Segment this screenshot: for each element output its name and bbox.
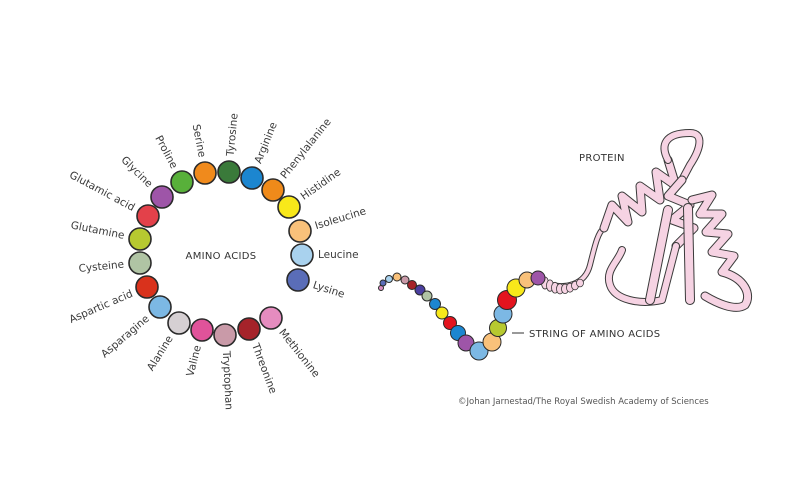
string-amino-acid-ball <box>392 272 402 282</box>
amino-acid-ball <box>170 170 194 194</box>
amino-acid-label: Glutamic acid <box>67 169 136 214</box>
string-amino-acid-ball <box>421 290 433 302</box>
amino-acid-ball <box>128 227 152 251</box>
amino-acid-ball <box>167 311 191 335</box>
string-of-amino-acids-label: STRING OF AMINO ACIDS <box>529 329 660 340</box>
string-amino-acid-ball <box>414 284 426 296</box>
amino-acid-label: Cysteine <box>78 259 125 275</box>
amino-acid-cysteine: Cysteine <box>78 251 152 275</box>
amino-acid-ball <box>150 185 174 209</box>
amino-acid-ball <box>148 295 172 319</box>
string-amino-acid-ball <box>469 341 489 361</box>
amino-acid-ball <box>237 317 261 341</box>
amino-acid-string <box>378 270 584 361</box>
string-amino-acid-ball <box>530 270 546 286</box>
amino-acid-ball <box>290 243 314 267</box>
string-amino-acid-ball <box>429 298 441 310</box>
string-amino-acid-ball <box>400 275 410 285</box>
string-amino-acid-ball <box>443 316 457 330</box>
string-amino-acid-ball <box>385 275 393 283</box>
amino-acid-ball <box>217 160 241 184</box>
amino-acids-label: AMINO ACIDS <box>186 251 257 262</box>
amino-acid-ball <box>277 195 301 219</box>
amino-acid-label: Proline <box>152 134 179 171</box>
amino-acid-label: Arginine <box>252 120 279 165</box>
amino-acid-label: Leucine <box>318 249 359 261</box>
ribbon-segment <box>646 206 672 304</box>
amino-acid-label: Methionine <box>276 327 322 380</box>
amino-acid-label: Serine <box>190 123 208 158</box>
amino-acid-label: Glutamine <box>70 219 126 241</box>
ribbon-segment <box>684 204 694 304</box>
amino-acid-ball <box>136 204 160 228</box>
ribbon-segment <box>605 243 679 305</box>
amino-acid-tryptophan: Tryptophan <box>213 323 237 411</box>
amino-acid-ball <box>193 161 217 185</box>
coil-segment <box>576 278 584 288</box>
amino-acid-ball <box>259 306 283 330</box>
amino-acid-label: Phenylalanine <box>278 116 333 181</box>
amino-acid-label: Lysine <box>311 279 346 300</box>
amino-acid-label: Tryptophan <box>220 350 235 411</box>
amino-acid-proline: Proline <box>152 134 194 194</box>
amino-acid-ball <box>213 323 237 347</box>
amino-acid-label: Isoleucine <box>314 205 368 232</box>
amino-acid-isoleucine: Isoleucine <box>288 205 368 243</box>
amino-acid-serine: Serine <box>190 123 217 185</box>
amino-acid-lysine: Lysine <box>286 268 346 301</box>
amino-acid-label: Asparagine <box>99 313 152 361</box>
amino-acid-leucine: Leucine <box>290 243 359 267</box>
credit-text: ©Johan Jarnestad/The Royal Swedish Acade… <box>458 397 709 407</box>
amino-acid-glutamine: Glutamine <box>70 219 152 251</box>
string-amino-acid-ball <box>407 280 417 290</box>
amino-acid-ball <box>261 178 285 202</box>
amino-acid-label: Tyrosine <box>224 113 240 158</box>
amino-acid-tyrosine: Tyrosine <box>217 113 241 184</box>
amino-acid-label: Valine <box>184 344 203 378</box>
amino-acid-ball <box>240 166 264 190</box>
string-amino-acid-ball <box>435 306 449 320</box>
amino-acid-ball <box>135 275 159 299</box>
amino-acid-label: Histidine <box>299 166 344 202</box>
amino-acid-label: Aspartic acid <box>68 288 135 326</box>
amino-acid-ball <box>288 219 312 243</box>
ribbon-segment <box>600 156 680 232</box>
amino-acid-alanine: Alanine <box>145 311 191 373</box>
amino-acid-ball <box>190 318 214 342</box>
amino-acid-label: Threonine <box>249 341 279 396</box>
amino-acid-label: Glycine <box>119 154 155 190</box>
amino-acid-label: Alanine <box>145 333 176 373</box>
protein-label: PROTEIN <box>579 153 625 164</box>
amino-acid-ball <box>286 268 310 292</box>
ribbon-segment <box>688 191 752 311</box>
ribbon-outline <box>542 225 607 289</box>
amino-acid-ball <box>128 251 152 275</box>
ribbon-segment <box>661 130 703 183</box>
string-amino-acid-ball <box>379 279 387 287</box>
